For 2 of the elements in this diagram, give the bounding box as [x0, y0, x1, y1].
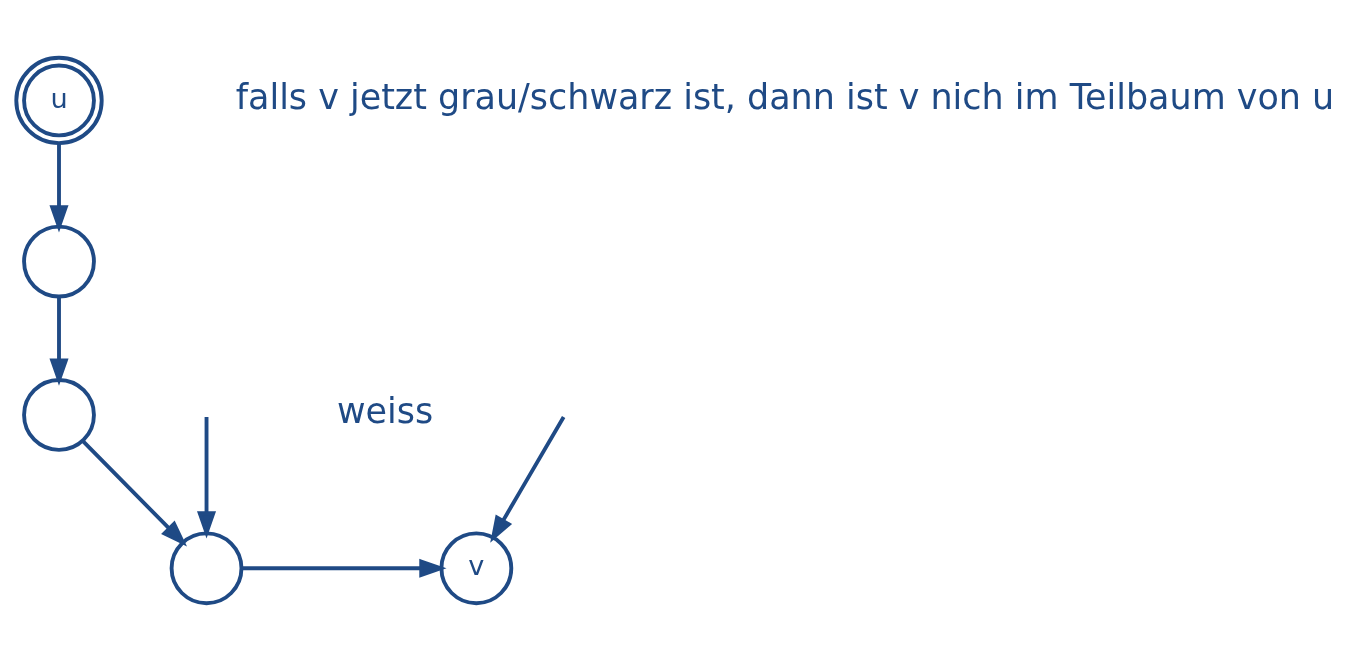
label: weiss: [337, 390, 434, 431]
label: falls v jetzt grau/schwarz ist, dann ist v nich im Teilbaum von u: [235, 76, 1335, 117]
